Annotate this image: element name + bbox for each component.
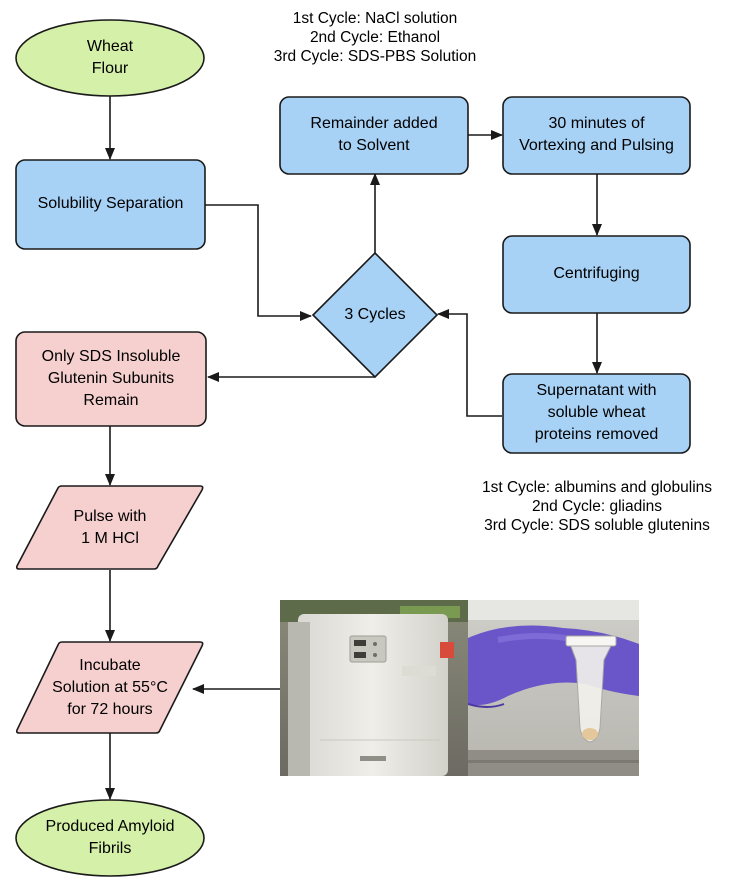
supernatant-line-1: Supernatant with <box>536 382 657 399</box>
produced-fibrils-label: Produced Amyloid Fibrils <box>16 816 204 860</box>
arrow-solubility-to-cycles <box>205 204 312 321</box>
three-cycles-line-1: 3 Cycles <box>344 306 406 323</box>
node-solubility-separation <box>15 159 206 250</box>
solvent-note-line-2: 2nd Cycle: Ethanol <box>309 29 441 46</box>
node-sds-insoluble <box>15 331 207 427</box>
node-vortexing <box>502 96 691 175</box>
sds-insoluble-line-1: Only SDS Insoluble <box>41 348 181 365</box>
incubate-line-2: Solution at 55°C <box>52 679 168 696</box>
remainder-added-line-2: to Solvent <box>338 137 410 154</box>
centrifuging-label: Centrifuging <box>503 263 690 285</box>
pulse-hcl-label: Pulse with 1 M HCl <box>18 506 202 550</box>
node-centrifuging <box>502 235 691 314</box>
sds-insoluble-label: Only SDS Insoluble Glutenin Subunits Rem… <box>16 346 206 412</box>
node-remainder-added <box>279 96 469 175</box>
supernatant-line-3: proteins removed <box>534 426 659 443</box>
node-supernatant <box>502 373 691 454</box>
incubator-photo <box>280 600 468 776</box>
pulse-hcl-line-1: Pulse with <box>73 508 147 525</box>
wheat-flour-line-1: Wheat <box>86 38 134 55</box>
produced-fibrils-line-1: Produced Amyloid <box>45 818 175 835</box>
node-three-cycles <box>311 251 439 379</box>
three-cycles-label: 3 Cycles <box>313 304 437 326</box>
sds-insoluble-line-3: Remain <box>83 392 139 409</box>
removed-proteins-note: 1st Cycle: albumins and globulins 2nd Cy… <box>452 478 742 535</box>
pulse-hcl-line-2: 1 M HCl <box>81 530 139 547</box>
protein-note-line-2: 2nd Cycle: gliadins <box>531 498 663 515</box>
gloved-hand-tube-photo <box>468 600 639 776</box>
solubility-separation-line-1: Solubility Separation <box>37 195 184 212</box>
supernatant-label: Supernatant with soluble wheat proteins … <box>503 380 690 446</box>
solubility-separation-label: Solubility Separation <box>16 193 205 215</box>
node-pulse-hcl <box>15 485 204 570</box>
solvent-note-line-1: 1st Cycle: NaCl solution <box>292 10 458 27</box>
protein-note-line-3: 3rd Cycle: SDS soluble glutenins <box>484 517 710 534</box>
node-produced-fibrils <box>15 799 205 877</box>
solvent-cycles-note: 1st Cycle: NaCl solution 2nd Cycle: Etha… <box>240 9 510 66</box>
wheat-flour-label: Wheat Flour <box>16 36 204 80</box>
node-incubate <box>15 641 204 734</box>
node-wheat-flour <box>15 19 205 97</box>
produced-fibrils-line-2: Fibrils <box>88 840 132 857</box>
sds-insoluble-line-2: Glutenin Subunits <box>47 370 175 387</box>
remainder-added-line-1: Remainder added <box>310 115 438 132</box>
solvent-note-line-3: 3rd Cycle: SDS-PBS Solution <box>273 48 477 65</box>
arrow-supernatant-to-cycles <box>437 309 502 417</box>
vortexing-line-2: Vortexing and Pulsing <box>519 137 674 154</box>
vortexing-label: 30 minutes of Vortexing and Pulsing <box>503 113 690 157</box>
remainder-added-label: Remainder added to Solvent <box>280 113 468 157</box>
incubate-label: Incubate Solution at 55°C for 72 hours <box>18 655 202 721</box>
centrifuging-line-1: Centrifuging <box>553 265 640 282</box>
incubate-line-1: Incubate <box>79 657 141 674</box>
supernatant-line-2: soluble wheat <box>547 404 646 421</box>
vortexing-line-1: 30 minutes of <box>548 115 645 132</box>
wheat-flour-line-2: Flour <box>91 60 129 77</box>
protein-note-line-1: 1st Cycle: albumins and globulins <box>481 479 713 496</box>
incubate-line-3: for 72 hours <box>67 701 153 718</box>
